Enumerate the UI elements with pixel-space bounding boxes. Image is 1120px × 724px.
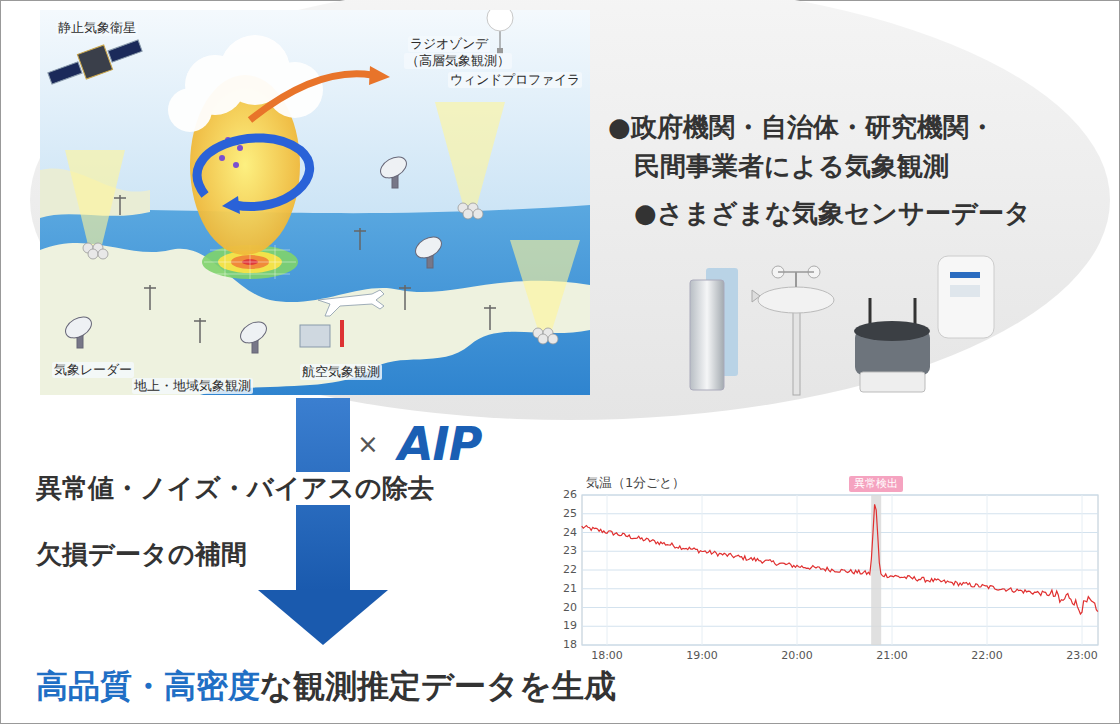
grid-line xyxy=(582,513,1098,514)
plot-area xyxy=(582,495,1098,645)
figure-label: 地上・地域気象観測 xyxy=(132,378,253,394)
temperature-chart xyxy=(582,495,1098,645)
axis-tick: 23:00 xyxy=(1066,649,1098,663)
figure-label: 航空気象観測 xyxy=(300,364,382,380)
figure-label: （高層気象観測） xyxy=(404,53,512,69)
figure-label: ラジオゾンデ xyxy=(408,36,490,52)
grid-line xyxy=(582,551,1098,552)
chart-title: 気温（1分ごと） xyxy=(586,475,685,491)
axis-tick: 18 xyxy=(563,638,577,652)
axis-tick: 18:00 xyxy=(591,649,623,663)
axis-tick: 22 xyxy=(563,563,577,577)
result-text: な観測推定データを生成 xyxy=(260,666,616,706)
grid-line xyxy=(582,588,1098,589)
temperature-line xyxy=(582,504,1098,614)
grid-line xyxy=(582,607,1098,608)
grid-line xyxy=(1082,495,1083,645)
bullet-text: ●政府機関・自治体・研究機関・ 民間事業者による気象観測 xyxy=(608,108,1003,186)
axis-tick: 19 xyxy=(563,619,577,633)
anomaly-tag: 異常検出 xyxy=(849,476,903,492)
figure-label: 気象レーダー xyxy=(52,362,134,378)
axis-tick: 19:00 xyxy=(686,649,718,663)
axis-tick: 24 xyxy=(563,526,577,540)
process-step: 欠損データの補間 xyxy=(32,538,251,571)
grid-line xyxy=(582,532,1098,533)
grid-line xyxy=(797,495,798,645)
axis-tick: 22:00 xyxy=(971,649,1003,663)
sensor-photos xyxy=(690,256,994,395)
tag-text: 異常検出 xyxy=(854,477,898,490)
axis-tick: 26 xyxy=(563,488,577,502)
grid-line xyxy=(702,495,703,645)
grid-line xyxy=(582,626,1098,627)
times-sign: × xyxy=(357,428,379,461)
axis-tick: 21:00 xyxy=(876,649,908,663)
grid-line xyxy=(582,570,1098,571)
axis-tick: 20:00 xyxy=(781,649,813,663)
observation-map xyxy=(40,10,590,395)
axis-tick: 23 xyxy=(563,544,577,558)
grid-line xyxy=(892,495,893,645)
figure-label: ウィンドプロファイラ xyxy=(448,72,582,88)
axis-tick: 25 xyxy=(563,507,577,521)
grid-line xyxy=(987,495,988,645)
result-text: 高品質・高密度 xyxy=(36,666,260,706)
axis-tick: 21 xyxy=(563,582,577,596)
figure-label: 静止気象衛星 xyxy=(56,20,138,36)
grid-line xyxy=(582,645,1098,646)
axis-tick: 20 xyxy=(563,601,577,615)
grid-line xyxy=(582,495,1098,496)
background-blob xyxy=(30,0,1110,420)
process-arrow xyxy=(258,398,388,645)
bullet-text: ●さまざまな気象センサーデータ xyxy=(634,194,1031,233)
logo-text: AIP xyxy=(398,416,481,474)
process-step: 異常値・ノイズ・バイアスの除去 xyxy=(32,472,438,505)
grid-line xyxy=(607,495,608,645)
